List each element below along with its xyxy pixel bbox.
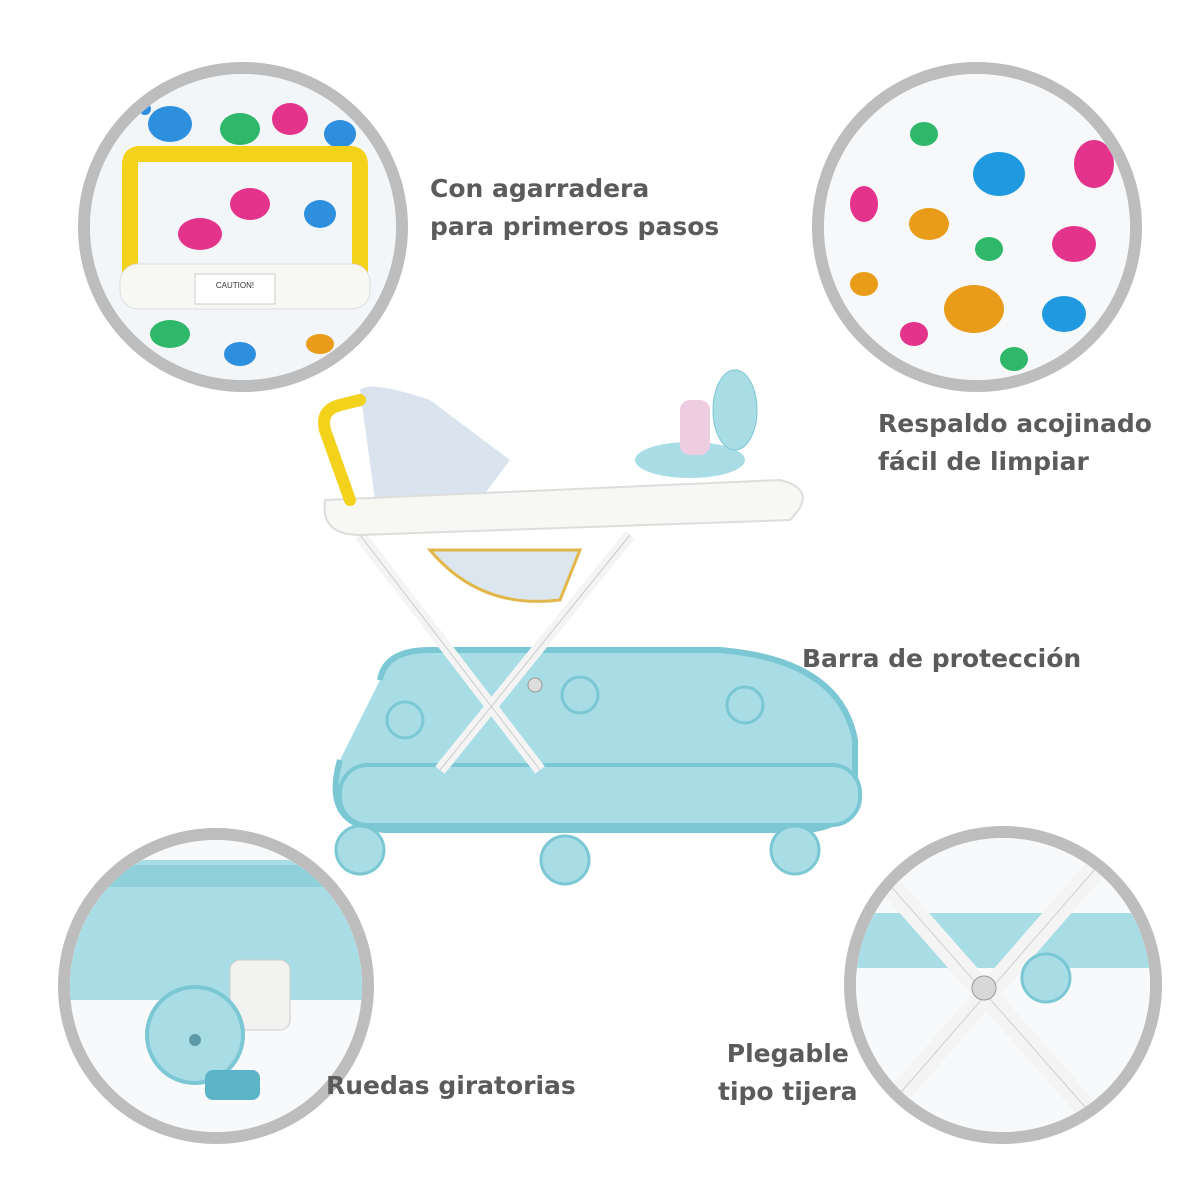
backrest-closeup-circle (812, 62, 1142, 392)
handle-closeup-image: CAUTION! (90, 74, 396, 380)
yellow-handle-shape (122, 146, 368, 282)
backrest-closeup-image (824, 74, 1130, 380)
baby-walker-image (280, 360, 900, 900)
handle-closeup-circle: CAUTION! (78, 62, 408, 392)
fold-closeup-circle (844, 826, 1162, 1144)
caution-sticker-text: CAUTION! (216, 281, 254, 290)
fold-closeup-image (856, 838, 1150, 1132)
caption-bar: Barra de protección (802, 644, 1082, 673)
caption-fold: Plegable tipo tijera (718, 1039, 858, 1106)
paw-fabric-pattern (139, 103, 356, 366)
tray (323, 478, 804, 537)
paw-fabric-pattern (850, 122, 1114, 371)
caption-handle: Con agarradera para primeros pasos (430, 174, 720, 241)
caption-backrest: Respaldo acojinado fácil de limpiar (878, 409, 1152, 476)
caption-wheels: Ruedas giratorias (326, 1071, 576, 1100)
yellow-handle (318, 394, 366, 506)
wheels (334, 675, 821, 886)
wheel-closeup-image (70, 840, 362, 1132)
